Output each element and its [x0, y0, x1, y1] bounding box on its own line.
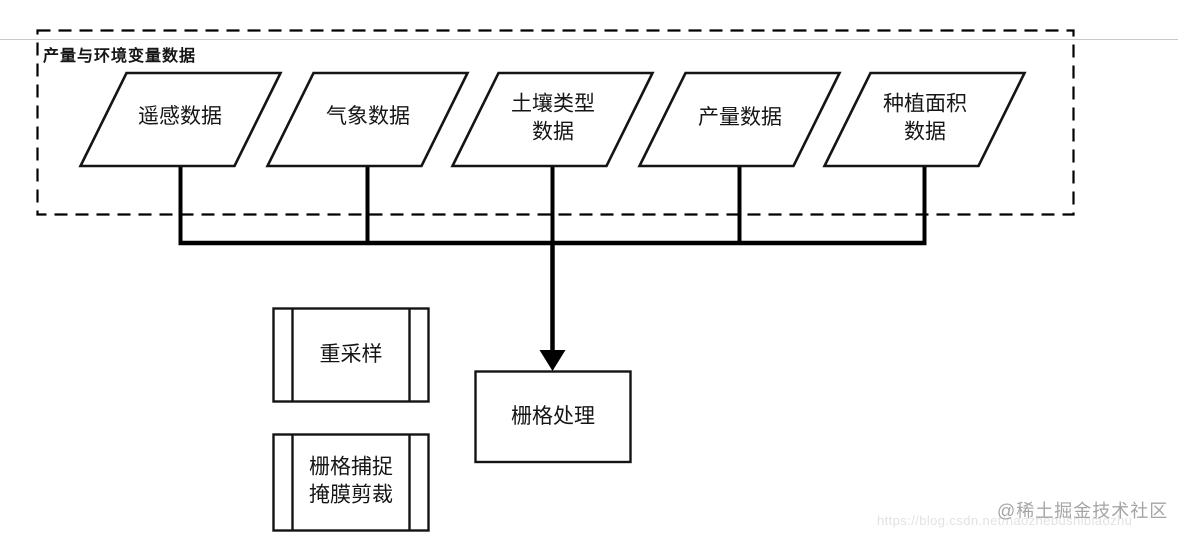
input-node-shape-soil-type	[450, 71, 655, 168]
watermark-juejin-community: @稀土掘金技术社区	[997, 501, 1169, 521]
input-node-shape-remote-sensing	[78, 71, 283, 168]
input-node-shape-yield	[637, 71, 842, 168]
input-node-shape-planting-area	[822, 71, 1027, 168]
input-node-shape-weather	[265, 71, 470, 168]
predefined-box-resample-shape	[272, 307, 430, 403]
group-title: 产量与环境变量数据	[43, 48, 197, 65]
process-box-raster-shape	[474, 370, 632, 464]
arrow-head	[539, 350, 566, 371]
predefined-box-snap-clip-shape	[272, 433, 430, 532]
watermark-csdn-url: https://blog.csdn.net/naozhebushibiaozhu	[877, 513, 1133, 528]
